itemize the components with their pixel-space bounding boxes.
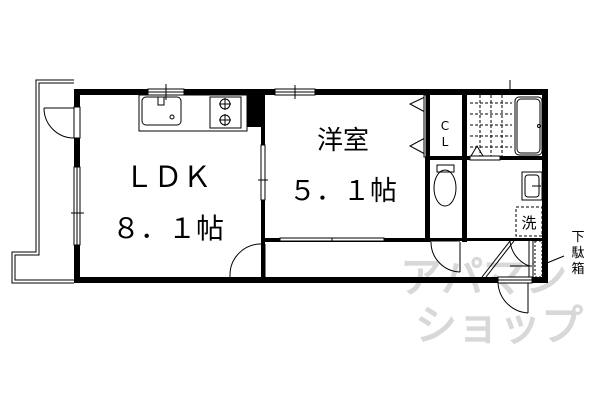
shoe-box-label: 下 駄 箱: [571, 230, 584, 277]
svg-text:駄: 駄: [571, 246, 584, 261]
western-room-size: ５．１帖: [289, 176, 397, 207]
closet-label-c: C: [441, 119, 449, 133]
ldk-size: ８．１帖: [112, 212, 224, 245]
windows: [71, 80, 511, 246]
svg-text:下: 下: [571, 230, 584, 245]
ldk-label: ＬＤＫ: [124, 160, 211, 194]
balcony-door: [43, 107, 75, 139]
ldk-door: [229, 243, 266, 277]
watermark: アパマン ショップ: [400, 253, 583, 350]
washer-space: 洗: [515, 206, 543, 237]
bathroom: [469, 95, 543, 161]
balcony: [11, 79, 74, 284]
sliding-doors: [258, 144, 385, 242]
closet-doors: [408, 94, 427, 158]
shoe-box-leader: [541, 255, 565, 266]
watermark-line2: ショップ: [415, 301, 583, 350]
toilet-door: [430, 240, 461, 273]
toilet: [433, 164, 457, 207]
kitchen-counter: [138, 94, 248, 132]
western-room-label: 洋室: [317, 126, 369, 156]
closet-label-l: L: [442, 135, 449, 149]
wash-basin: [521, 171, 543, 201]
svg-text:箱: 箱: [571, 261, 584, 277]
washer-label: 洗: [521, 214, 536, 232]
entrance: [481, 240, 543, 314]
